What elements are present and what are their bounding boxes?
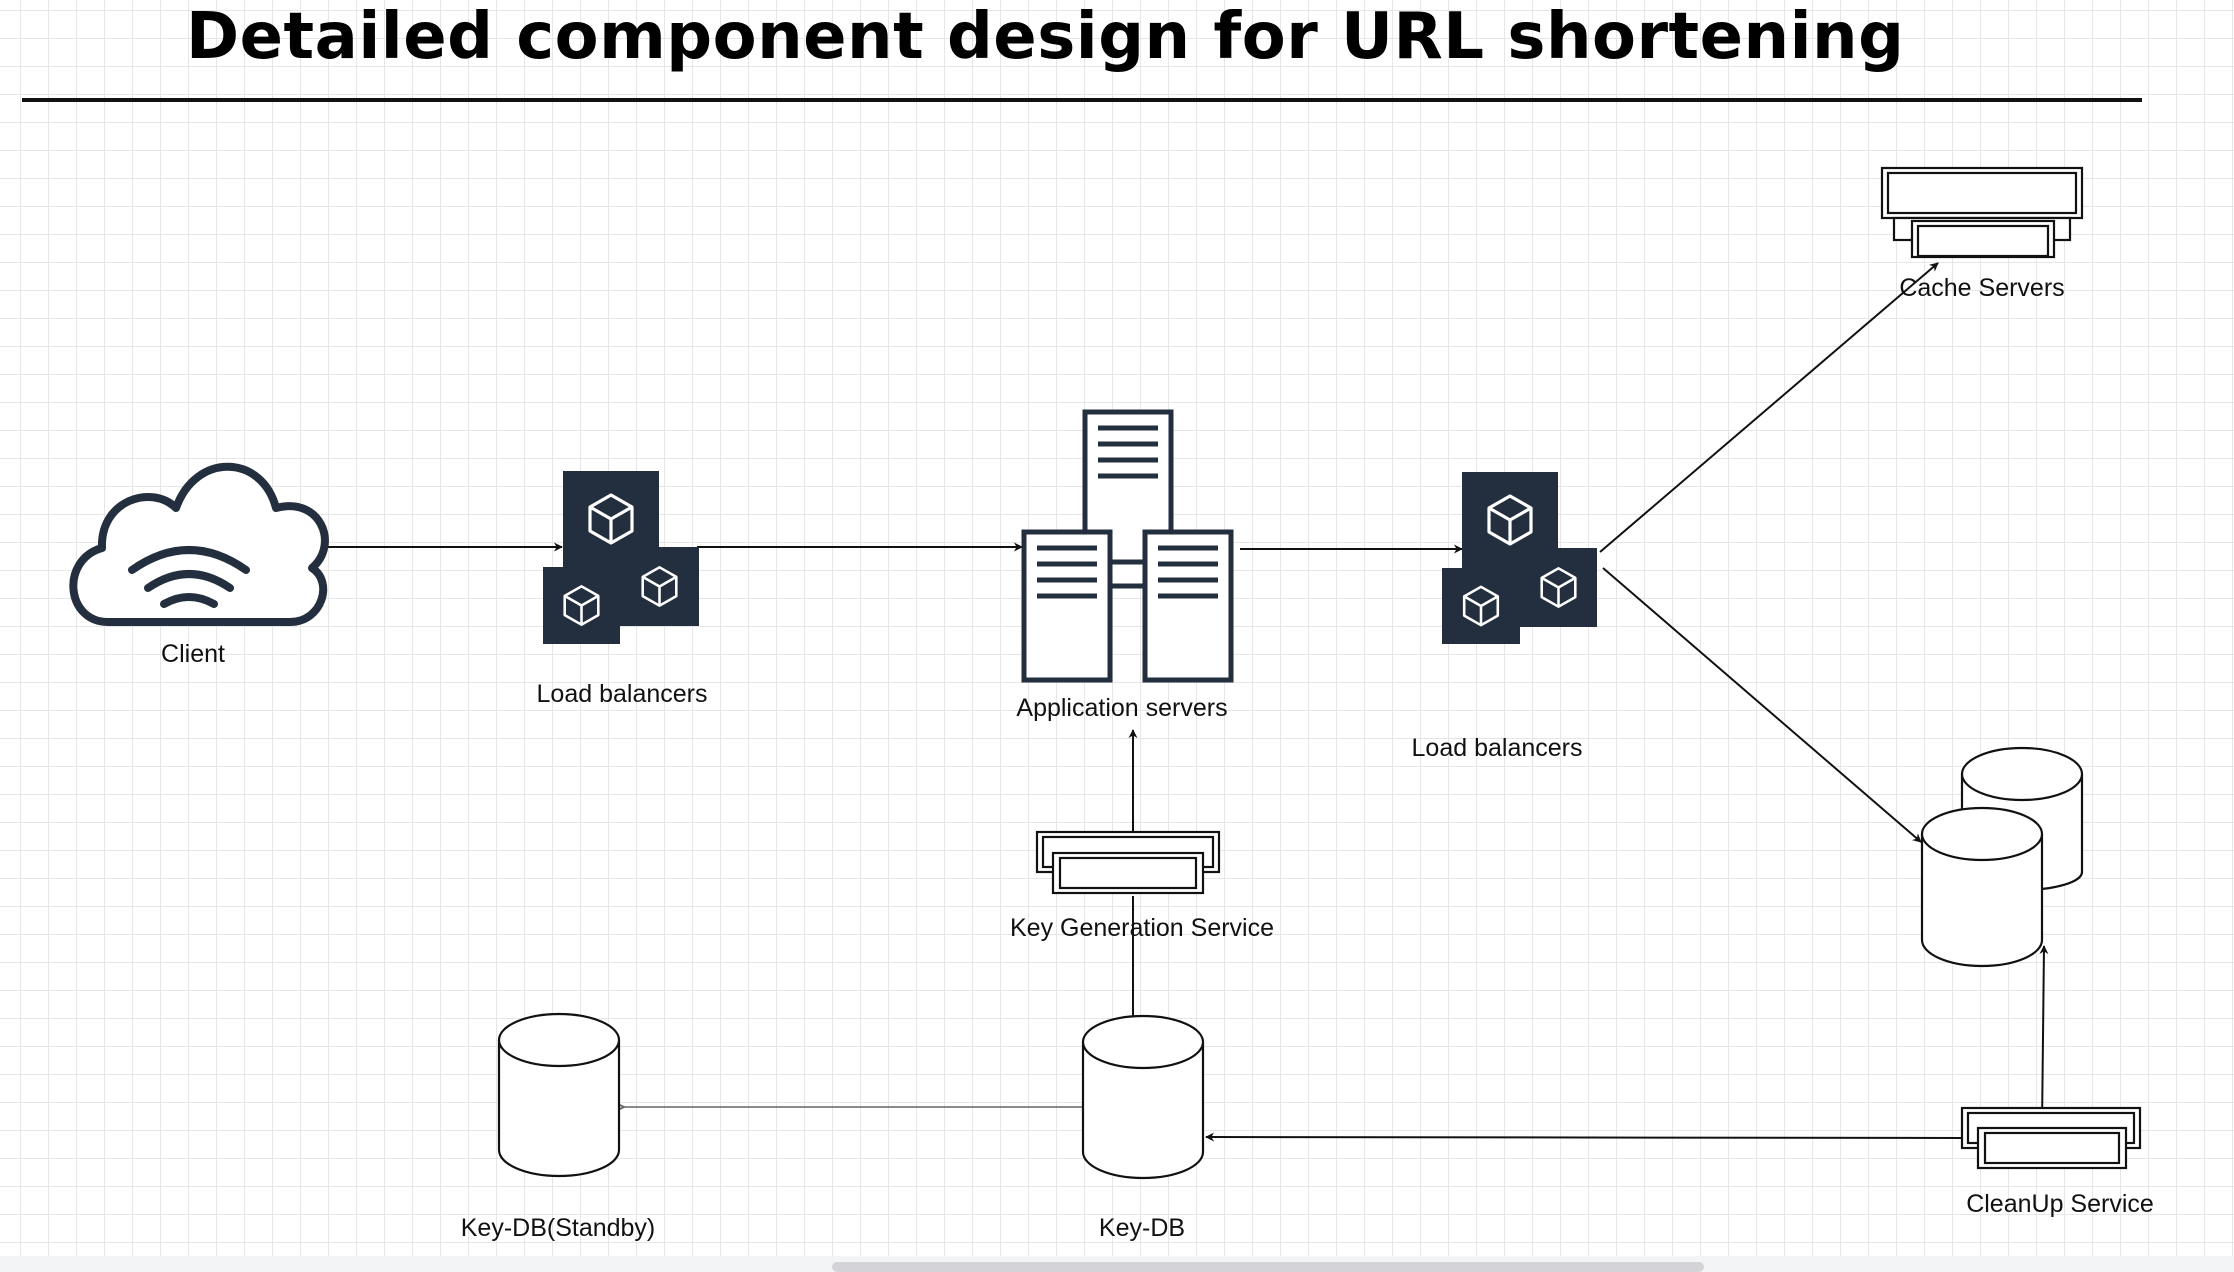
- edge-cleanup-to-keydb: [1205, 1132, 1963, 1142]
- page-title: Detailed component design for URL shorte…: [186, 0, 1905, 74]
- database-cylinder-icon-url-db: [1920, 746, 2084, 968]
- key-db-standby-label: Key-DB(Standby): [460, 1214, 656, 1242]
- cleanup-service-icon: [1960, 1106, 2142, 1170]
- key-generation-service-label: Key Generation Service: [1009, 914, 1275, 942]
- cache-servers-label: Cache Servers: [1899, 274, 2065, 302]
- edge-lb2-to-cache: [1599, 262, 1939, 553]
- database-cylinder-icon-key-db-standby: [497, 1012, 621, 1178]
- edge-lb2-to-db: [1602, 567, 1922, 843]
- database-cylinder-icon-key-db: [1081, 1014, 1205, 1180]
- key-generation-service-icon: [1035, 830, 1221, 895]
- cache-server-icon: [1880, 166, 2084, 259]
- load-balancer-icon: [543, 471, 699, 644]
- edge-cleanup-to-db: [2039, 945, 2049, 1128]
- load-balancer-icon-2: [1442, 472, 1597, 644]
- server-rack-icon: [1021, 409, 1234, 683]
- cleanup-service-label: CleanUp Service: [1966, 1190, 2154, 1218]
- load-balancers-label: Load balancers: [536, 680, 708, 708]
- cloud-icon: [69, 462, 329, 626]
- application-servers-label: Application servers: [1016, 694, 1228, 722]
- scrollbar-thumb[interactable]: [832, 1262, 1704, 1272]
- load-balancers-label-2: Load balancers: [1411, 734, 1583, 762]
- key-db-label: Key-DB: [1098, 1214, 1186, 1242]
- client-label: Client: [161, 640, 225, 668]
